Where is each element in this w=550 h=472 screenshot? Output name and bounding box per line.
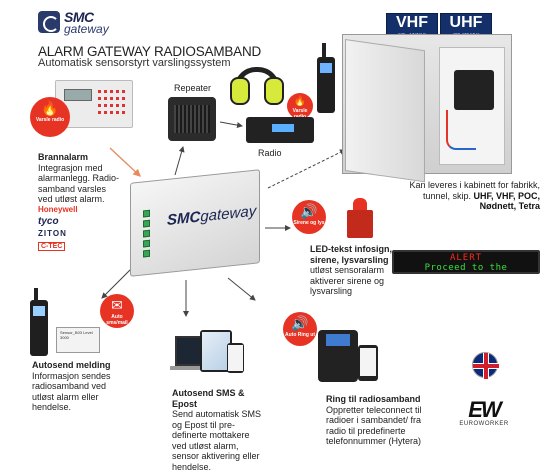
sirene-lys-icon: 🔊 Sirene og lys (292, 200, 326, 234)
page-subtitle: Automatisk sensorstyrt varslingssystem (38, 57, 231, 69)
arrow-gateway-to-repeater (174, 146, 185, 176)
smc-gateway-logo: SMC gateway (38, 9, 120, 37)
varsle-radio-top-icon: 🔥 Varsle radio (287, 93, 313, 120)
arrow-gateway-to-cabinet (267, 149, 346, 189)
led-title: LED-tekst infosign, sirene, lysvarsling (310, 244, 393, 265)
autosend-sms-body: Send automatisk SMS og Epost til pre-def… (172, 409, 262, 472)
handheld-radio (317, 43, 335, 113)
led-line-1: ALERT (449, 253, 483, 263)
ring-radio-block: Ring til radiosamband Oppretter teleconn… (326, 394, 442, 447)
brand-ziton: ZITON (38, 229, 67, 238)
varsle-radio-icon: 🔥 Varsle radio (30, 97, 70, 137)
flow-arrows (101, 121, 346, 317)
cabinet-bands: UHF, VHF, POC, Nødnett, Tetra (473, 190, 540, 212)
page-title: ALARM GATEWAY RADIOSAMBAND (38, 44, 262, 59)
repeater-device (168, 97, 216, 141)
autosend-sms-block: Autosend SMS & Epost Send automatisk SMS… (172, 388, 264, 472)
ring-radio-body: Oppretter teleconnect til radioer i samb… (326, 404, 422, 447)
autosend-melding-title: Autosend melding (32, 360, 111, 370)
siren-device (347, 198, 373, 238)
phone-sound-icon: 🔊 (291, 315, 309, 331)
brand-tyco: tyco (38, 216, 59, 227)
brand-logos: Honeywell tyco ZITON C-TEC (38, 204, 78, 253)
radio-label: Radio (258, 148, 282, 158)
tablet-device (200, 330, 232, 372)
led-body: utløst sensoralarm aktiverer sirene og l… (310, 265, 385, 296)
arrow-repeater-to-radio (219, 121, 243, 129)
autosend-melding-body: Informasjon sendes radiosamband ved utlø… (32, 370, 111, 413)
auto-ring-ut-icon: 🔊 Auto Ring ut (283, 312, 317, 346)
cabinet-enclosure (342, 34, 512, 183)
base-radio (246, 117, 314, 143)
autosend-sms-title: Autosend SMS & Epost (172, 388, 245, 409)
flame-small-icon: 🔥 (293, 96, 307, 107)
headset-device (228, 67, 286, 113)
arrow-alarm-to-gateway (109, 147, 141, 177)
speaker-icon: 🔊 (300, 203, 318, 219)
euroworker-logo: EW EUROWORKER (459, 397, 509, 428)
led-line-2: Proceed to the (424, 263, 508, 273)
logo-text-smc: SMC (64, 9, 94, 25)
alert-card: Sensor_B03 Level 3000 (56, 327, 100, 353)
mobile-phone (358, 345, 378, 381)
brannalarm-block: Brannalarm Integrasjon med alarmanlegg. … (38, 152, 122, 205)
autosend-melding-block: Autosend melding Informasjon sendes radi… (32, 360, 124, 413)
brannalarm-title: Brannalarm (38, 152, 89, 162)
auto-sms-mail-icon: ✉ Auto sms/mail (100, 294, 134, 328)
smc-logo-icon (38, 11, 60, 33)
ring-radio-title: Ring til radiosamband (326, 394, 421, 404)
arrow-gateway-to-ring (227, 277, 256, 301)
brand-ctec: C-TEC (38, 242, 66, 251)
logo-text-gateway: gateway (64, 22, 109, 36)
smartphone-device (227, 343, 244, 373)
gateway-device: SMCgateway (130, 169, 260, 277)
walkie-talkie (30, 288, 48, 356)
led-block: LED-tekst infosign, sirene, lysvarsling … (310, 244, 394, 297)
led-sign: ALERT Proceed to the (392, 250, 540, 274)
uk-flag-icon (472, 352, 499, 379)
cabinet-text: Kan leveres i kabinett for fabrikk, tunn… (409, 180, 540, 212)
mail-icon: ✉ (111, 297, 123, 313)
repeater-label: Repeater (174, 83, 212, 93)
brannalarm-body: Integrasjon med alarmanlegg. Radio-samba… (38, 162, 120, 205)
flame-icon: 🔥 (41, 100, 59, 116)
desk-phone (318, 330, 358, 382)
brand-honeywell: Honeywell (38, 205, 78, 214)
